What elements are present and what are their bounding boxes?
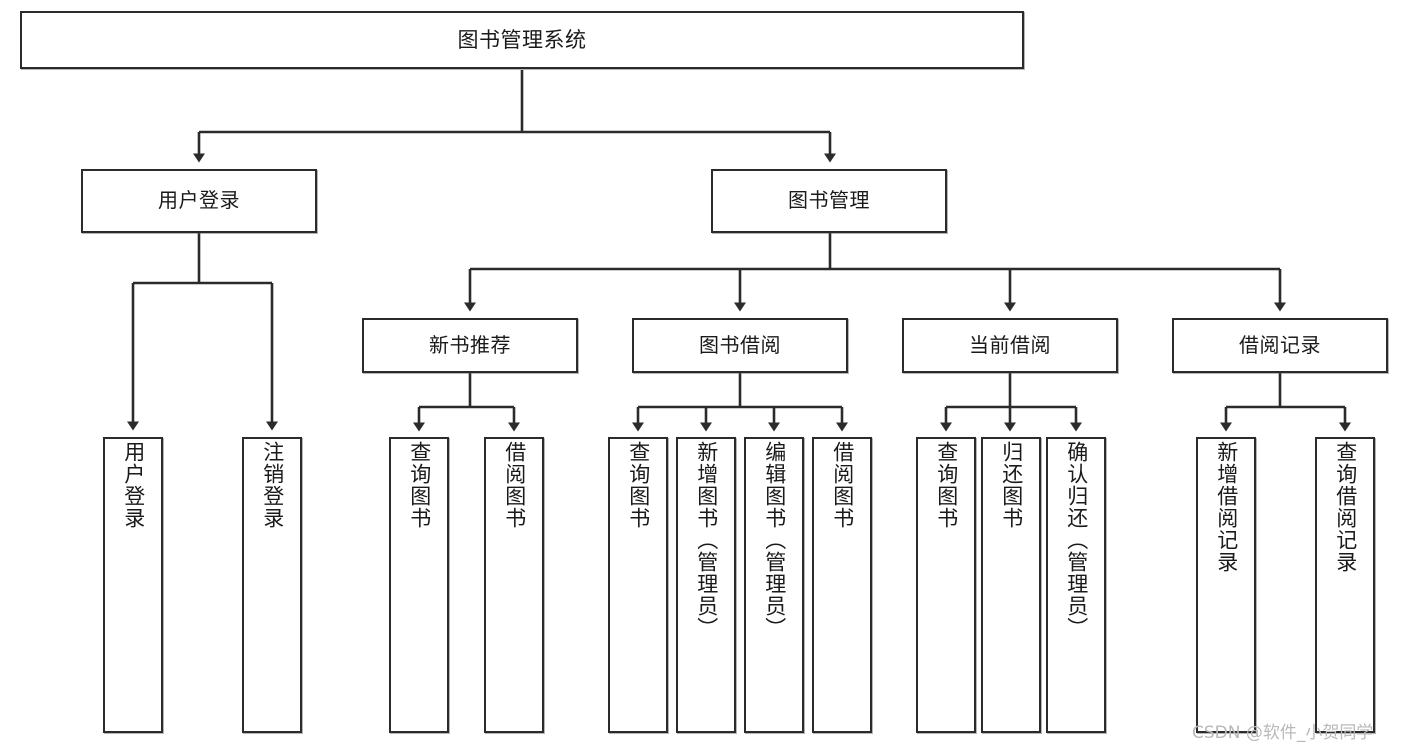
node-book-borrow-label: 图书借阅 (699, 332, 781, 357)
node-current-borrow-label: 当前借阅 (969, 332, 1051, 357)
node-leaf-borrow-book-1-label: 借阅图书 (502, 441, 527, 529)
node-new-book-recommend[interactable]: 新书推荐 (362, 318, 578, 373)
node-leaf-confirm-return[interactable]: 确认归还（管理员） (1046, 437, 1106, 733)
node-leaf-add-book-label: 新增图书（管理员） (694, 441, 719, 639)
node-leaf-user-login-label: 用户登录 (121, 441, 146, 529)
node-new-book-recommend-label: 新书推荐 (429, 332, 511, 357)
node-user-login[interactable]: 用户登录 (81, 169, 317, 233)
node-leaf-query-record[interactable]: 查询借阅记录 (1315, 437, 1375, 733)
node-root-label: 图书管理系统 (457, 27, 587, 52)
node-root[interactable]: 图书管理系统 (20, 11, 1024, 69)
node-current-borrow[interactable]: 当前借阅 (902, 318, 1118, 373)
node-leaf-query-book-1-label: 查询图书 (407, 441, 432, 529)
node-leaf-return-book[interactable]: 归还图书 (981, 437, 1041, 733)
node-leaf-query-book-3-label: 查询图书 (934, 441, 959, 529)
node-leaf-borrow-book-1[interactable]: 借阅图书 (484, 437, 544, 733)
node-leaf-edit-book-label: 编辑图书（管理员） (762, 441, 787, 639)
node-leaf-query-book-3[interactable]: 查询图书 (916, 437, 976, 733)
node-borrow-record[interactable]: 借阅记录 (1172, 318, 1388, 373)
node-user-login-label: 用户登录 (158, 188, 240, 213)
node-book-borrow[interactable]: 图书借阅 (632, 318, 848, 373)
node-book-manage-label: 图书管理 (788, 188, 870, 213)
node-leaf-edit-book[interactable]: 编辑图书（管理员） (744, 437, 804, 733)
node-leaf-add-record[interactable]: 新增借阅记录 (1196, 437, 1256, 733)
node-leaf-query-book-2-label: 查询图书 (626, 441, 651, 529)
node-leaf-confirm-return-label: 确认归还（管理员） (1064, 441, 1089, 639)
node-leaf-add-book[interactable]: 新增图书（管理员） (676, 437, 736, 733)
node-leaf-logout-login[interactable]: 注销登录 (242, 437, 302, 733)
node-leaf-add-record-label: 新增借阅记录 (1214, 441, 1239, 573)
node-leaf-query-book-1[interactable]: 查询图书 (389, 437, 449, 733)
node-leaf-logout-login-label: 注销登录 (260, 441, 285, 529)
node-book-manage[interactable]: 图书管理 (711, 169, 947, 233)
node-borrow-record-label: 借阅记录 (1239, 332, 1321, 357)
node-leaf-query-book-2[interactable]: 查询图书 (608, 437, 668, 733)
node-leaf-return-book-label: 归还图书 (999, 441, 1024, 529)
node-leaf-query-record-label: 查询借阅记录 (1333, 441, 1358, 573)
node-leaf-user-login[interactable]: 用户登录 (103, 437, 163, 733)
watermark-text: CSDN @软件_小贺同学 (1192, 723, 1374, 743)
node-leaf-borrow-book-2[interactable]: 借阅图书 (812, 437, 872, 733)
node-leaf-borrow-book-2-label: 借阅图书 (830, 441, 855, 529)
